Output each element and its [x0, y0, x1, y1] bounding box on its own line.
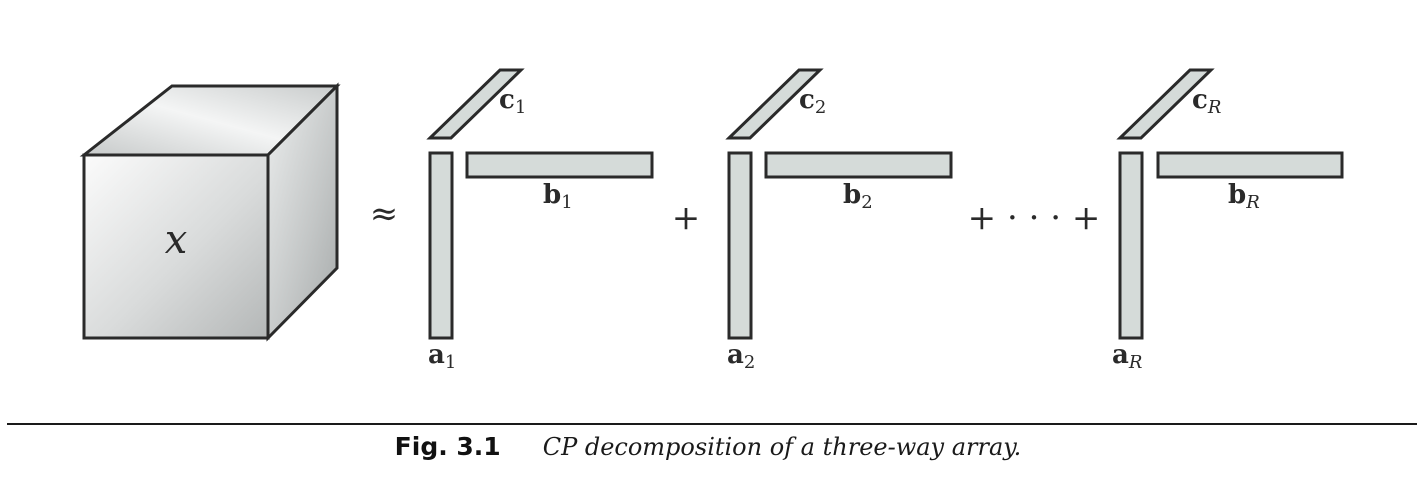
- vector-b-label: b2: [843, 180, 873, 213]
- tensor-label: 𝑥: [165, 217, 188, 263]
- plus-ellipsis-plus-symbol: + · · · +: [968, 198, 1101, 238]
- vector-c-bar: [426, 68, 525, 140]
- vector-a-label: aR: [1112, 340, 1142, 373]
- vector-a-label: a1: [428, 340, 456, 373]
- cp-decomposition-diagram: 𝑥 ≈ c1 b1 a1 + c2 b2 a2 + · · · + cR bR …: [79, 68, 1344, 373]
- caption-text: CP decomposition of a three-way array.: [542, 433, 1022, 461]
- vector-b-label: b1: [543, 180, 573, 213]
- rank-one-component-R: cR bR aR: [1112, 68, 1344, 373]
- cube-front-face: [82, 153, 270, 340]
- vector-a-bar: [727, 151, 753, 340]
- vector-c-bar: [1116, 68, 1215, 140]
- vector-a-bar: [428, 151, 454, 340]
- vector-a-bar: [1118, 151, 1144, 340]
- vector-b-bar: [764, 151, 953, 179]
- caption-label: Fig. 3.1: [394, 432, 501, 461]
- vector-c-label: cR: [1192, 85, 1221, 118]
- vector-c-label: c2: [799, 85, 826, 118]
- vector-b-bar: [1156, 151, 1344, 179]
- tensor-cube: 𝑥: [79, 82, 341, 342]
- vector-b-bar: [465, 151, 654, 179]
- caption-divider: [7, 423, 1417, 425]
- rank-one-component-2: c2 b2 a2: [725, 68, 953, 373]
- vector-c-bar: [725, 68, 824, 140]
- vector-b-label: bR: [1228, 180, 1260, 213]
- vector-a-label: a2: [727, 340, 755, 373]
- plus-symbol: +: [672, 198, 701, 238]
- rank-one-component-1: c1 b1 a1: [426, 68, 654, 373]
- approx-symbol: ≈: [370, 194, 399, 234]
- vector-c-label: c1: [499, 85, 526, 118]
- figure-caption: Fig. 3.1 CP decomposition of a three-way …: [0, 432, 1424, 461]
